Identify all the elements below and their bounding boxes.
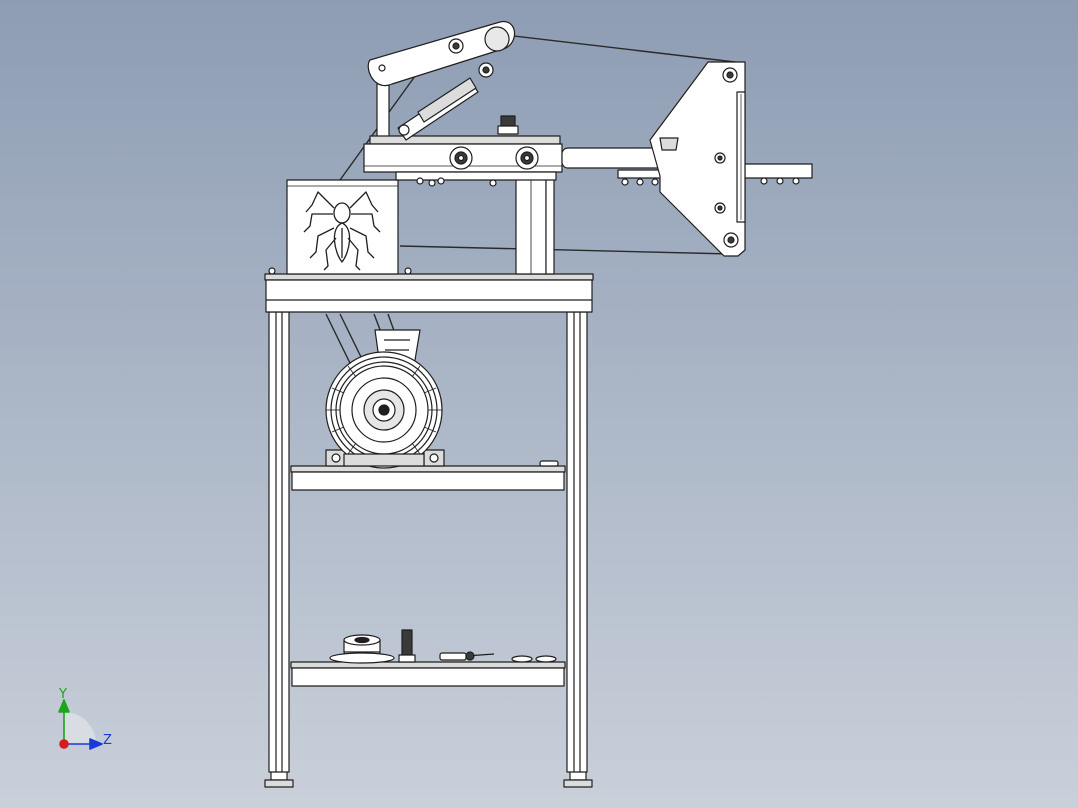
middle-shelf bbox=[290, 460, 566, 491]
upright-column bbox=[515, 173, 555, 275]
work-rest-table bbox=[617, 163, 813, 186]
spider-emblem-icon bbox=[303, 191, 381, 271]
top-table-plate bbox=[264, 267, 594, 313]
bottom-shelf bbox=[290, 661, 566, 687]
triad-y-label: Y bbox=[58, 687, 67, 702]
coordinate-triad: Y Z bbox=[58, 687, 112, 750]
adjustment-knob bbox=[497, 115, 519, 135]
spare-contact-wheel bbox=[329, 634, 395, 664]
stand-leg-right bbox=[566, 311, 588, 773]
arm-mount-bolts bbox=[449, 146, 539, 170]
column-bolts bbox=[416, 177, 445, 185]
platen-plate bbox=[649, 61, 746, 257]
gas-spring bbox=[397, 62, 494, 141]
threaded-bolt bbox=[398, 629, 416, 663]
tension-arm bbox=[367, 21, 516, 87]
wrench-tool bbox=[439, 651, 495, 661]
washers bbox=[511, 655, 557, 663]
electric-motor bbox=[325, 329, 445, 469]
triad-z-label: Z bbox=[103, 733, 112, 748]
tension-post bbox=[376, 83, 390, 143]
stand-leg-left bbox=[268, 311, 290, 773]
